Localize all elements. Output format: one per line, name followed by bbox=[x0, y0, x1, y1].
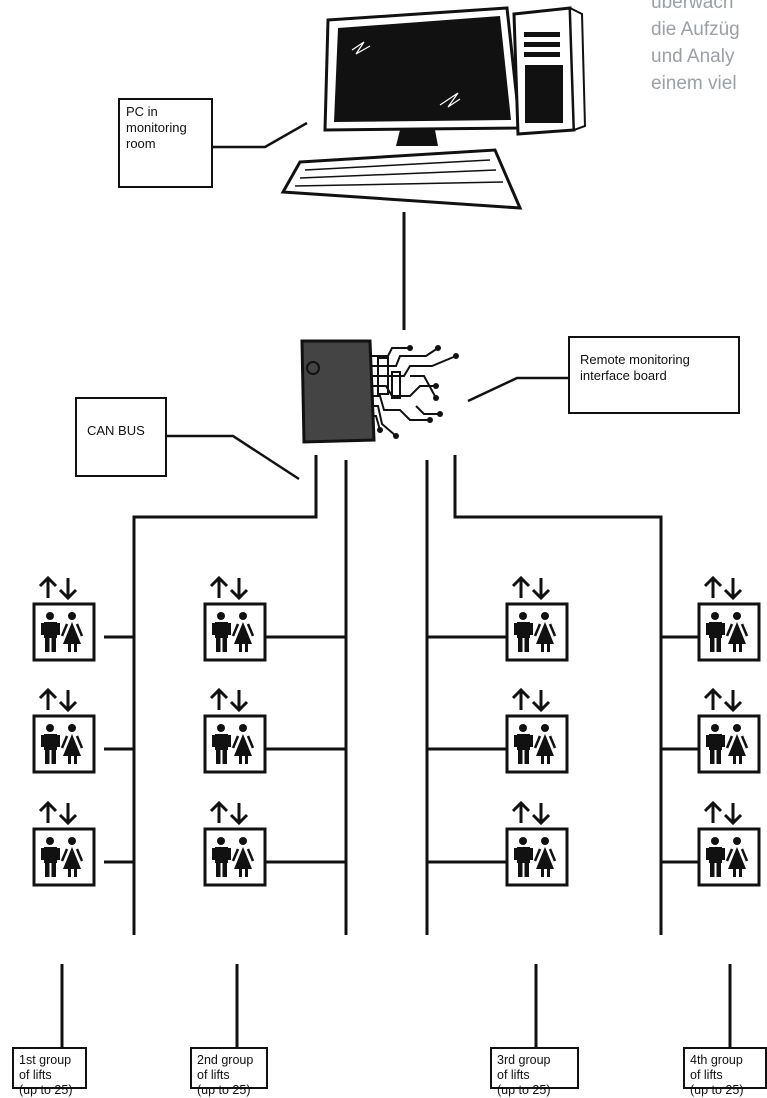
side-text-line-2: die Aufzüg bbox=[651, 19, 740, 40]
lift-icon bbox=[697, 576, 761, 662]
interface-board-icon bbox=[300, 339, 459, 444]
lift-icon bbox=[505, 576, 569, 662]
lift-icon bbox=[203, 801, 267, 887]
lift-icon bbox=[32, 576, 96, 662]
side-text-line-1: überwach bbox=[651, 0, 734, 13]
lift-icon bbox=[203, 688, 267, 774]
lift-icon bbox=[32, 688, 96, 774]
pc-callout-line bbox=[212, 121, 308, 149]
pc-icon bbox=[280, 6, 587, 210]
can-bus-wiring bbox=[60, 455, 732, 1047]
lift-icon bbox=[505, 688, 569, 774]
canbus-callout-line bbox=[165, 434, 300, 481]
lift-icon bbox=[697, 801, 761, 887]
group-label-3: 3rd group of lifts (up to 25) bbox=[490, 1047, 579, 1097]
side-text-line-4: einem viel bbox=[651, 73, 737, 94]
lift-icon bbox=[697, 688, 761, 774]
group-label-2: 2nd group of lifts (up to 25) bbox=[190, 1047, 268, 1097]
lift-icon bbox=[203, 576, 267, 662]
lift-icon bbox=[505, 801, 569, 887]
group-label-4: 4th group of lifts (up to 25) bbox=[683, 1047, 767, 1097]
group-label-1: 1st group of lifts (up to 25) bbox=[12, 1047, 87, 1097]
canbus-label: CAN BUS bbox=[75, 397, 167, 477]
lift-icon bbox=[32, 801, 96, 887]
interface-callout-line bbox=[467, 376, 568, 403]
pc-label: PC in monitoring room bbox=[118, 98, 213, 188]
interface-board-label: Remote monitoring interface board bbox=[568, 336, 740, 414]
side-text-line-3: und Analy bbox=[651, 46, 735, 67]
